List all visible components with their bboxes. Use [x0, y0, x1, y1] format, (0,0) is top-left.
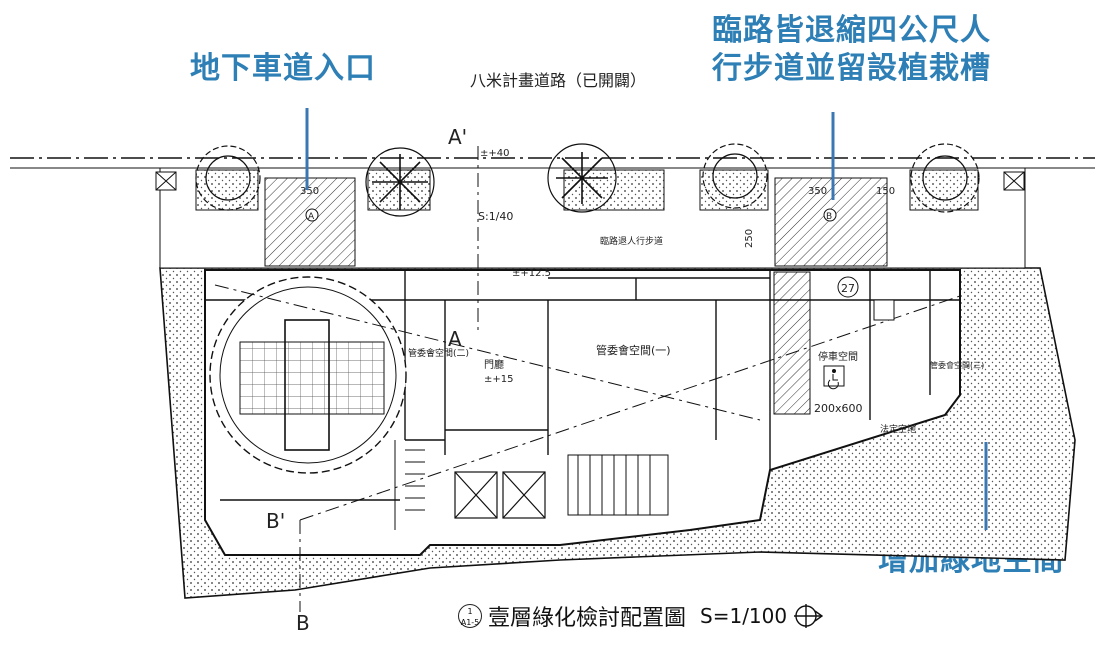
lobby-label: 門廳 [484, 358, 504, 371]
accessible-size: 200x600 [814, 402, 863, 415]
north-arrow-icon [794, 604, 824, 628]
accessible-icon-body [827, 374, 839, 390]
marker-b-circle [823, 208, 837, 222]
marker-b-text: B [826, 212, 832, 222]
drawing-caption: 1 A1-5 壹層綠化檢討配置圖 S=1/100 [458, 600, 824, 632]
ramp-entrance-callout: 地下車道入口 [190, 50, 376, 88]
utility-boxes [155, 171, 1025, 191]
setback-text-line2: 行步道並留設植栽槽 [712, 51, 991, 86]
marker-a-circle [305, 208, 319, 222]
circular-plaza-inner [219, 286, 397, 464]
accessible-icon-2 [873, 299, 895, 321]
drawing-title: 壹層綠化檢討配置圖 [488, 606, 687, 631]
marker-top-text: 1 [467, 607, 473, 616]
marker-bottom-text: A1-5 [460, 618, 480, 627]
section-b-top: B' [266, 509, 285, 533]
hall-label: 管委會空間(一) [596, 343, 671, 357]
plaza-grid [239, 341, 385, 415]
accessible-icon-head [832, 369, 836, 373]
section-a-bottom: A [448, 327, 462, 351]
dim-150: 150 [876, 186, 895, 197]
setback-text-line1: 臨路皆退縮四公尺人 [712, 13, 991, 48]
badge-27-text: 27 [841, 282, 855, 295]
planters [195, 169, 979, 211]
setback-callout: 臨路皆退縮四公尺人 行步道並留設植栽槽 [712, 12, 991, 88]
pedestrian-label: 臨路退人行步道 [600, 235, 663, 247]
section-lines [214, 146, 961, 612]
marker-a-text: A [308, 212, 315, 222]
entry-level: ±+12.5 [512, 268, 551, 279]
ramp-hatch-area [264, 177, 356, 267]
dim-350-right: 350 [808, 186, 827, 197]
road-label: 八米計畫道路（已開闢） [470, 71, 646, 90]
parking-label: 停車空間 [818, 350, 858, 363]
elevators [454, 471, 546, 519]
drawing-reference-marker: 1 A1-5 [458, 604, 482, 628]
garden-label: 法定空地 [880, 423, 916, 435]
dim-350-left: 350 [300, 186, 319, 197]
ramp-strip-hatch [773, 271, 811, 415]
section-b-bottom: B [296, 611, 310, 635]
dim-250: 250 [744, 229, 755, 248]
slope-label: S:1/40 [478, 210, 513, 223]
plaza-core [284, 319, 330, 451]
badge-27-circle [837, 276, 859, 298]
tree-symbols [195, 143, 980, 217]
hall3-label: 管委會空間(三) [930, 360, 984, 370]
stairs [394, 440, 669, 530]
ramp-entrance-text: 地下車道入口 [190, 51, 376, 86]
lobby-level: ±+15 [484, 374, 513, 385]
road-level-label: ±+40 [480, 148, 509, 159]
section-a-top: A' [448, 125, 467, 149]
drawing-scale: S=1/100 [700, 604, 788, 628]
planter-hatch-area [774, 177, 888, 267]
hall2-label: 管委會空間(二) [408, 347, 469, 359]
